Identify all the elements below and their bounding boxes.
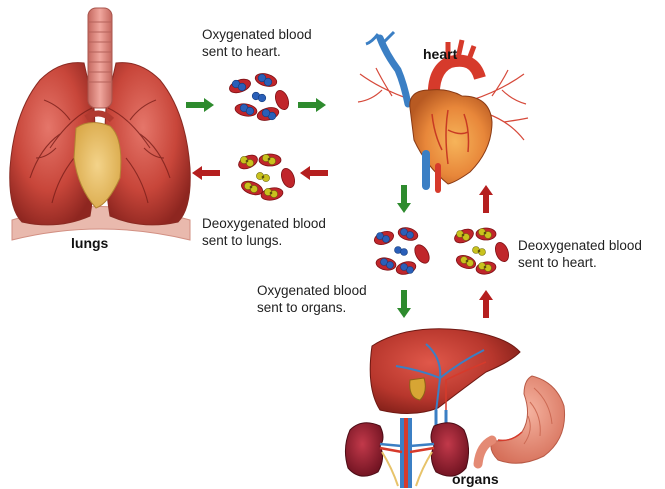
caption-line: Oxygenated blood: [202, 26, 312, 43]
arrow-right-green-2: [298, 98, 328, 112]
arrow-right-green-1: [186, 98, 216, 112]
blood-cells-cluster-deoxygenated: [234, 150, 304, 206]
lungs-label: lungs: [71, 235, 108, 252]
caption-line: sent to heart.: [202, 43, 312, 60]
blood-cells-cluster-oxygenated-organs: [370, 224, 434, 278]
blood-cells-cluster-oxygenated: [226, 70, 296, 126]
caption-line: sent to lungs.: [202, 232, 326, 249]
caption-line: Deoxygenated blood: [202, 215, 326, 232]
blood-cells-cluster-deoxygenated-heart: [450, 224, 514, 278]
caption-line: Oxygenated blood: [257, 282, 367, 299]
caption-oxy-to-organs: Oxygenated blood sent to organs.: [257, 282, 367, 316]
arrow-up-red-2: [479, 290, 493, 320]
caption-deoxy-to-heart: Deoxygenated blood sent to heart.: [518, 237, 642, 271]
caption-deoxy-to-lungs: Deoxygenated blood sent to lungs.: [202, 215, 326, 249]
stomach-illustration: [472, 372, 572, 472]
title-fragment: [295, 0, 445, 4]
arrow-left-red-2: [300, 166, 330, 180]
arrow-left-red-1: [192, 166, 222, 180]
title-fragment-glyphs: [295, 0, 445, 4]
heart-label: heart: [423, 46, 457, 63]
caption-line: sent to organs.: [257, 299, 367, 316]
caption-line: sent to heart.: [518, 254, 642, 271]
lungs-illustration: [0, 8, 200, 258]
caption-oxy-to-heart: Oxygenated blood sent to heart.: [202, 26, 312, 60]
arrow-down-green-2: [397, 290, 411, 320]
organs-label: organs: [452, 471, 499, 488]
caption-line: Deoxygenated blood: [518, 237, 642, 254]
